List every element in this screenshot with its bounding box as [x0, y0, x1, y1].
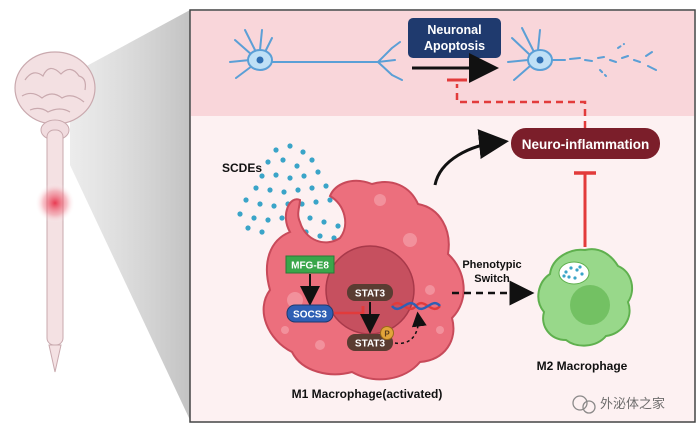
neuronal-apoptosis-label-line1: Neuronal — [427, 23, 481, 37]
m2-macrophage-cell — [537, 248, 634, 347]
vesicle-dot — [294, 163, 300, 169]
vesicle-dot — [267, 187, 273, 193]
vesicle-dot — [257, 201, 263, 207]
brain — [14, 51, 96, 125]
spinal-cord — [46, 129, 64, 346]
healthy-neuron — [229, 29, 403, 81]
vesicle-dot — [243, 197, 249, 203]
vesicle-dot — [317, 233, 323, 239]
vesicle-dot — [331, 235, 337, 241]
vesicle-dot — [273, 147, 279, 153]
vesicle-dot — [315, 169, 321, 175]
vesicle-dot — [307, 215, 313, 221]
m1-to-inflammation-arrow — [433, 129, 509, 186]
phenotypic-switch-label-line1: Phenotypic — [462, 259, 521, 271]
vesicle-dot — [313, 199, 319, 205]
vesicle-dot — [253, 185, 259, 191]
vesicle-dot — [259, 229, 265, 235]
vesicle-dot — [265, 217, 271, 223]
neuro-inflammation-label: Neuro-inflammation — [522, 137, 650, 152]
vesicle-dot — [287, 143, 293, 149]
vesicle-dot — [323, 183, 329, 189]
m2-macrophage-label: M2 Macrophage — [537, 359, 628, 373]
vesicle-dot — [287, 175, 293, 181]
stat3-box-top: STAT3 — [347, 284, 393, 301]
watermark: 外泌体之家 — [572, 395, 665, 414]
vesicle-dot — [309, 185, 315, 191]
vesicle-dot — [251, 215, 257, 221]
vesicle-dot — [300, 149, 306, 155]
vesicle-dot — [335, 223, 341, 229]
neuronal-apoptosis-label-line2: Apoptosis — [424, 39, 485, 53]
dna-strand-blue — [391, 301, 441, 311]
scde-vesicles — [237, 143, 341, 241]
vesicle-dot — [237, 211, 243, 217]
vesicle-dot — [321, 219, 327, 225]
stat3-label-top: STAT3 — [355, 289, 386, 300]
phospho-label: P — [384, 330, 390, 339]
vesicle-dot — [309, 157, 315, 163]
vesicle-dot — [280, 157, 286, 163]
watermark-text: 外泌体之家 — [600, 396, 665, 412]
mfg-e8-label: MFG-E8 — [291, 261, 329, 272]
stat3-to-dna-arrow — [394, 311, 427, 345]
vesicle-dot — [301, 173, 307, 179]
inflammation-to-apoptosis-link — [455, 84, 587, 128]
phenotypic-switch-label-line2: Switch — [474, 273, 510, 285]
vesicle-dot — [259, 173, 265, 179]
vesicle-dot — [273, 172, 279, 178]
vesicle-dot — [295, 187, 301, 193]
apoptotic-neuron — [507, 27, 657, 81]
vesicle-dot — [245, 225, 251, 231]
neuro-inflammation-box: Neuro-inflammation — [511, 128, 660, 159]
mfg-e8-box: MFG-E8 — [285, 255, 335, 274]
socs3-label: SOCS3 — [293, 310, 327, 321]
injury-site-highlight — [35, 183, 75, 223]
scdes-label: SCDEs — [222, 161, 262, 175]
vesicle-dot — [271, 203, 277, 209]
vesicle-dot — [327, 197, 333, 203]
m1-macrophage-label: M1 Macrophage(activated) — [292, 387, 443, 401]
vesicle-dot — [279, 215, 285, 221]
stat3-box-phosphorylated: STAT3 P — [347, 326, 394, 351]
brain-spinal-cord-illustration — [14, 10, 190, 420]
wechat-icon — [572, 395, 588, 411]
vesicle-dot — [281, 189, 287, 195]
stat3-label-bottom: STAT3 — [355, 339, 386, 350]
socs3-box: SOCS3 — [286, 304, 334, 323]
neuronal-apoptosis-box: Neuronal Apoptosis — [408, 18, 501, 58]
vesicle-dot — [265, 159, 271, 165]
zoom-beam — [70, 10, 190, 420]
